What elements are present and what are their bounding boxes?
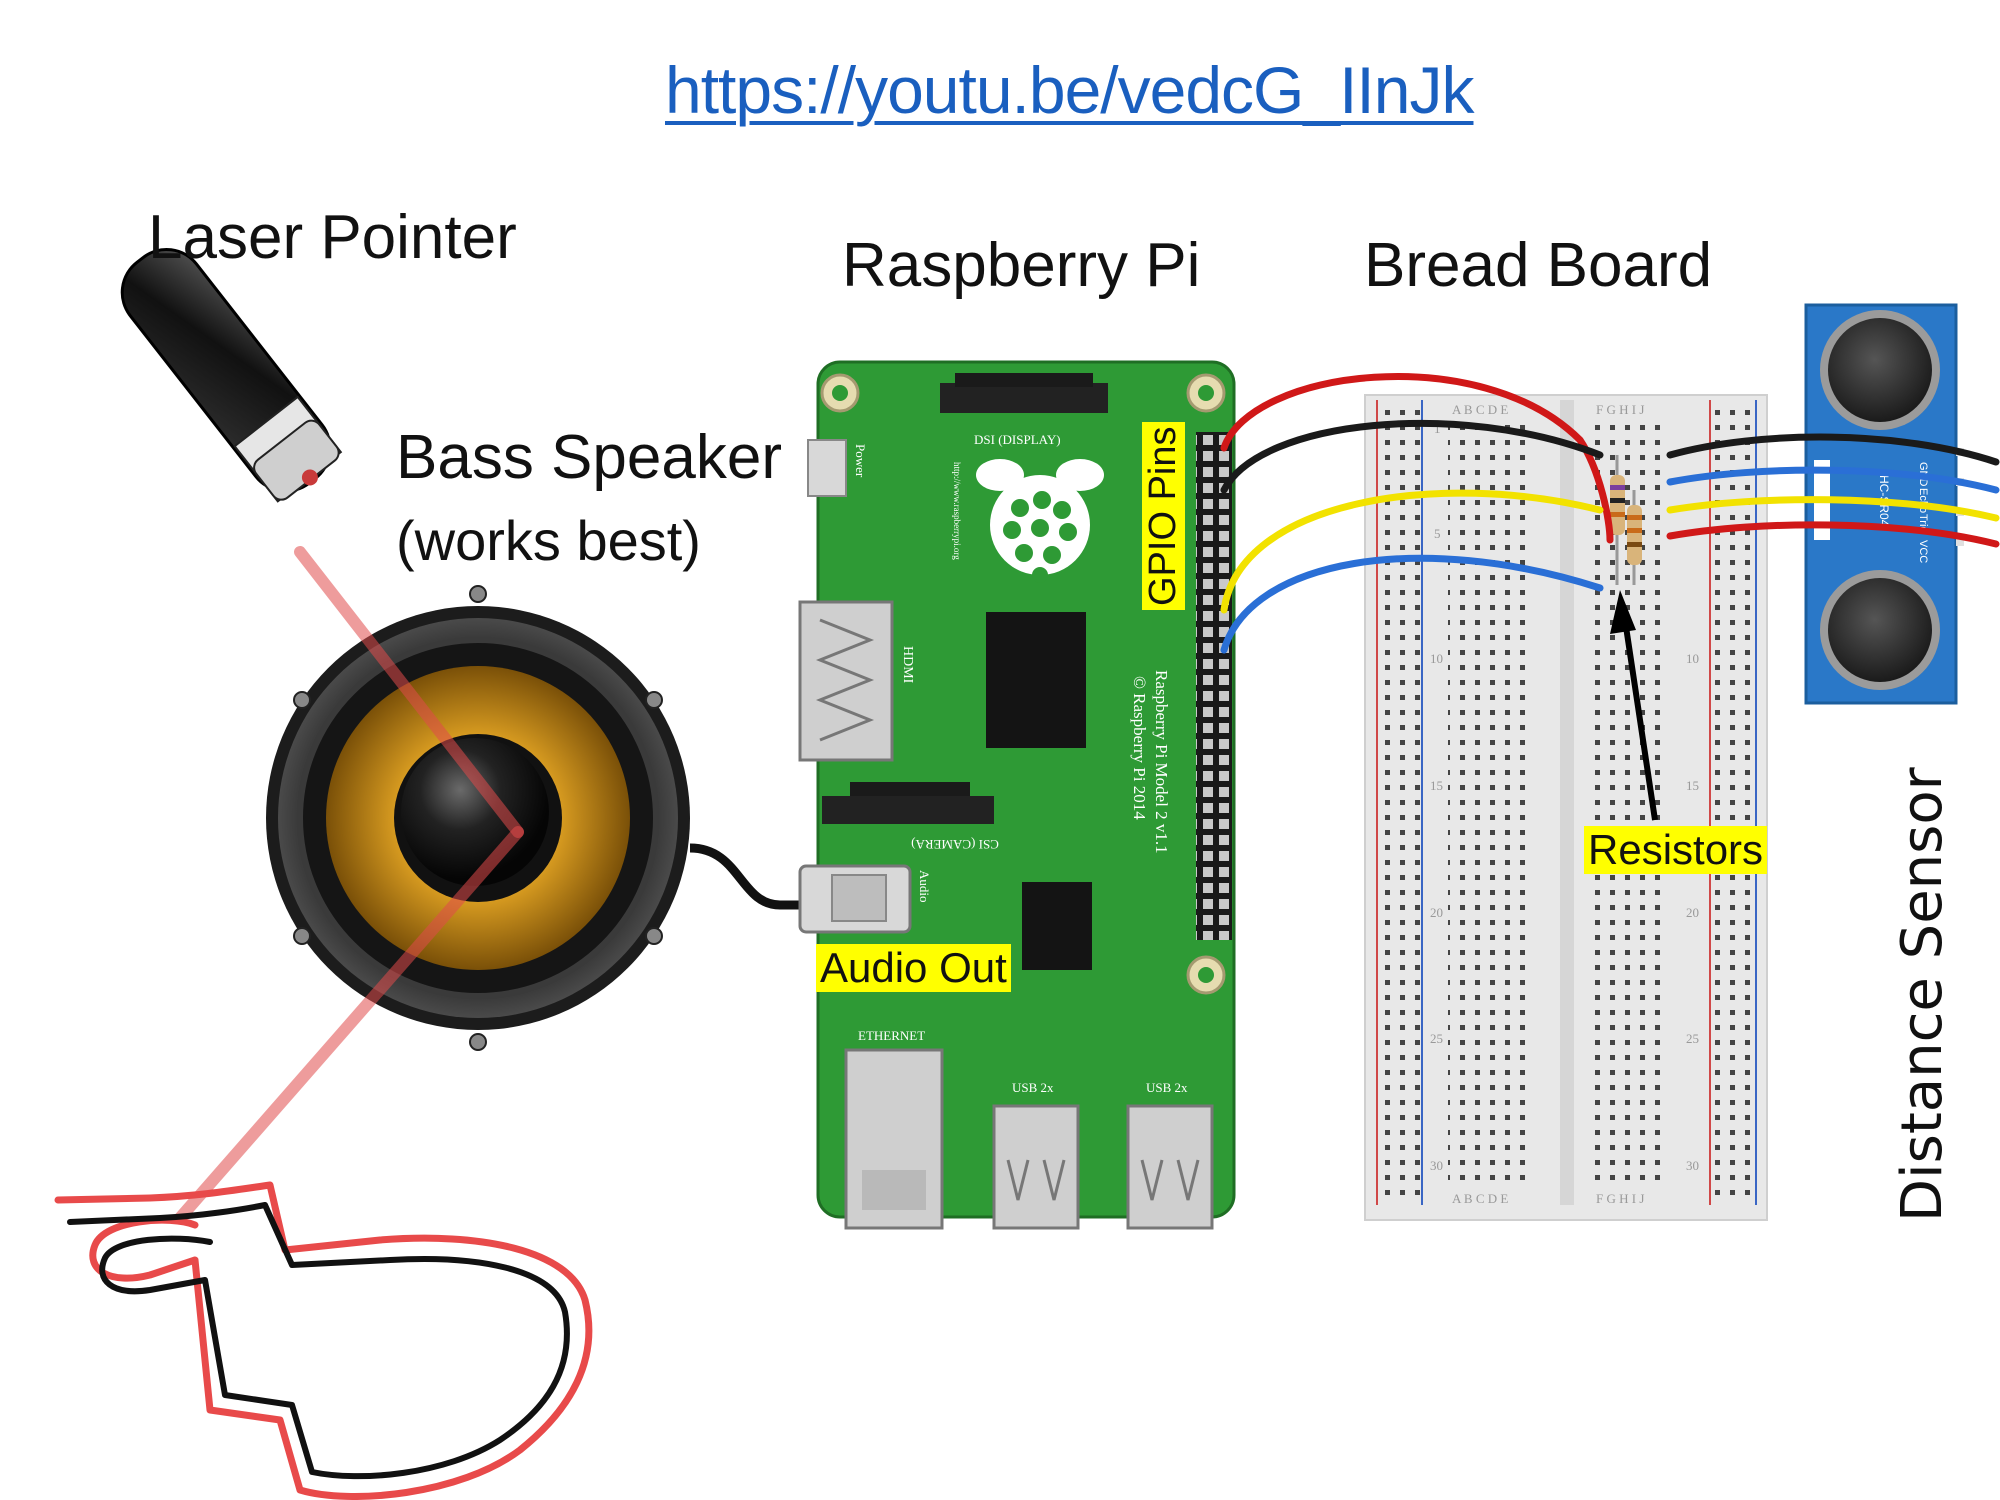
wire-black-sensor [1666,433,2000,466]
csi-label: CSI (CAMERA) [911,837,999,852]
wire-blue-sensor [1666,466,2000,494]
wire-black-pi [1220,419,1604,494]
bb-row-20-right: 20 [1686,905,1699,920]
wire-blue-pi [1220,554,1604,654]
bb-row-25: 25 [1430,1031,1443,1046]
dsi-label: DSI (DISPLAY) [974,432,1061,447]
jumper-wires [1220,373,2000,654]
bb-row-30-right: 30 [1686,1158,1699,1173]
resistors-label: Resistors [1584,826,1768,874]
distance-sensor-label: Distance Sensor [1890,767,1955,1222]
bb-cols-right-top: F G H I J [1596,402,1644,417]
bass-speaker [266,585,812,1051]
bread-board-label: Bread Board [1364,231,1713,300]
wire-yellow-pi [1220,489,1604,614]
bass-speaker-label: Bass Speaker [396,423,782,492]
wire-yellow-sensor [1666,496,2000,522]
model-label: Raspberry Pi Model 2 v1.1 [1152,670,1171,854]
laser-pointer-label: Laser Pointer [148,203,517,272]
bb-cols-right-bottom: F G H I J [1596,1191,1644,1206]
hdmi-label: HDMI [900,646,915,684]
video-link[interactable]: https://youtu.be/vedcG_IInJk [665,53,1474,127]
audio-label: Audio [917,870,932,903]
hand-drawn-trace [54,1181,593,1500]
bb-row-30: 30 [1430,1158,1443,1173]
usb-right-label: USB 2x [1146,1080,1188,1095]
copyright-label: © Raspberry Pi 2014 [1130,676,1149,820]
bb-row-5: 5 [1434,526,1441,541]
laser-beam [174,546,524,1224]
bb-row-25-right: 25 [1686,1031,1699,1046]
power-label: Power [853,444,868,478]
works-best-label: (works best) [396,509,701,572]
usb-left-label: USB 2x [1012,1080,1054,1095]
sensor-pin-vcc: VCC [1917,540,1929,563]
bb-row-10-right: 10 [1686,651,1699,666]
raspberry-pi-label: Raspberry Pi [842,231,1201,300]
laser-pointer [120,247,343,503]
bb-row-15-right: 15 [1686,778,1699,793]
bb-cols-left-bottom: A B C D E [1452,1191,1508,1206]
raspberry-pi-board [798,360,1236,1230]
bb-row-15: 15 [1430,778,1443,793]
pi-silkscreen: DSI (DISPLAY) Power HDMI CSI (CAMERA) Au… [853,432,1188,1095]
audio-out-label: Audio Out [816,944,1011,992]
resistor-pointer-arrow [1610,590,1658,821]
bb-row-10: 10 [1430,651,1443,666]
bb-cols-left-top: A B C D E [1452,402,1508,417]
gpio-pins-label: GPIO Pins [1142,422,1185,610]
resistors [1610,455,1642,585]
bb-row-1: 1 [1434,421,1441,436]
breadboard [1364,394,1768,1221]
wire-red-sensor [1666,521,2000,548]
wire-red-pi [1220,373,1614,544]
ethernet-label: ETHERNET [858,1028,925,1043]
bb-row-20: 20 [1430,905,1443,920]
url-label: http://www.raspberrypi.org [952,462,962,560]
breadboard-silkscreen: A B C D E F G H I J A B C D E F G H I J … [1430,402,1699,1206]
